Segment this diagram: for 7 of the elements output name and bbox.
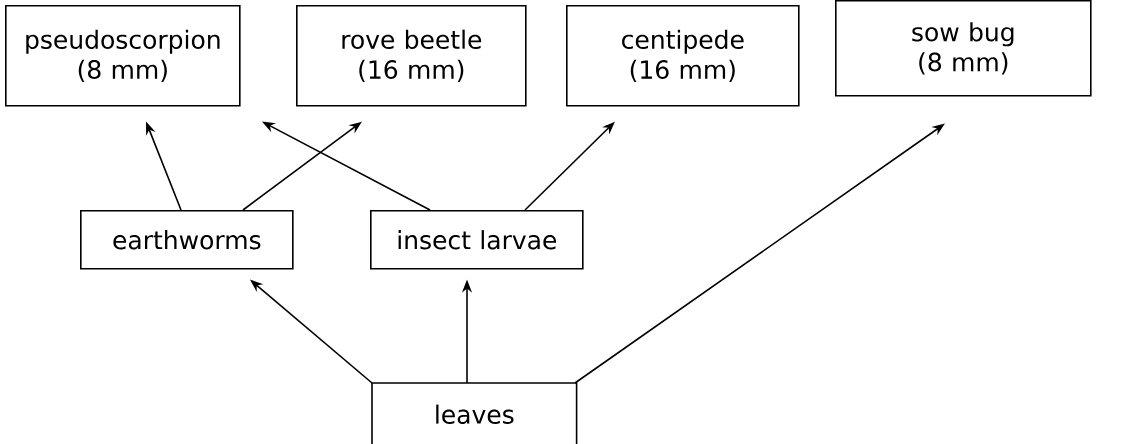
organism-box: pseudoscorpion (8 mm) — [5, 5, 241, 107]
organism-box: insect larvae — [370, 210, 584, 270]
organism-box: leaves — [371, 382, 578, 444]
organism-box: rove beetle (16 mm) — [296, 5, 527, 107]
organism-box: sow bug (8 mm) — [835, 0, 1092, 97]
organism-box: earthworms — [80, 210, 294, 270]
organism-box: centipede (16 mm) — [566, 5, 800, 107]
